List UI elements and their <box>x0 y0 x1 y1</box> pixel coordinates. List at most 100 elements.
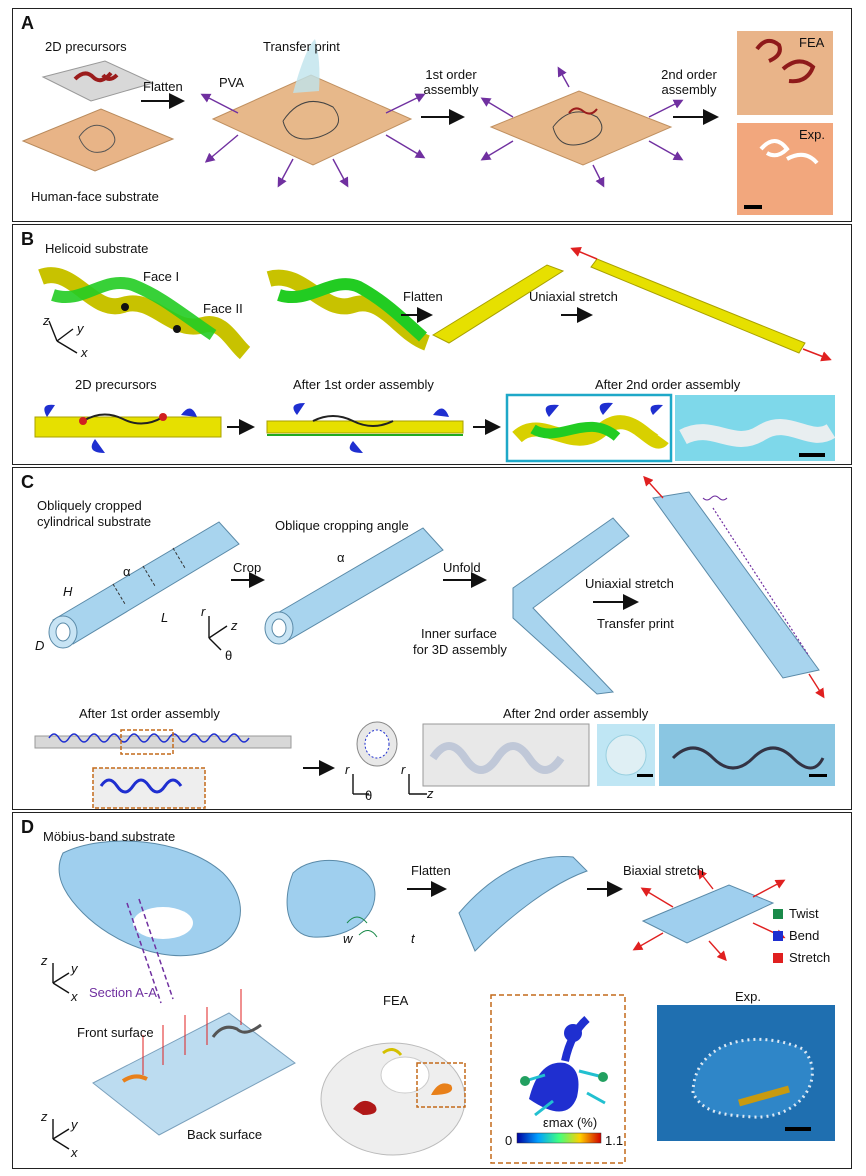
label-w: w <box>343 931 353 946</box>
mobius-band <box>58 840 241 957</box>
axis-r-c: r <box>201 604 206 619</box>
fea-render <box>737 31 833 115</box>
label-1st-order: 1st order assembly <box>423 67 479 97</box>
label-helicoid: Helicoid substrate <box>45 241 149 256</box>
panel-c-graphics <box>34 475 835 809</box>
colorbar <box>516 1132 602 1144</box>
label-flatten-d: Flatten <box>411 863 451 878</box>
twisted-strip <box>458 855 588 952</box>
label-H: H <box>63 584 73 599</box>
label-flatten-b: Flatten <box>403 289 443 304</box>
flat-substrate-2 <box>489 90 673 166</box>
panel-b-graphics <box>34 247 836 463</box>
label-inner-line1: Inner surface <box>421 626 497 641</box>
label-section-aa: Section A-A <box>89 985 157 1000</box>
scale-bar-b <box>799 453 825 457</box>
legend-stretch-label: Stretch <box>789 950 831 965</box>
axis-y-d2: y <box>71 1117 78 1132</box>
axis-r-c2: r <box>345 762 350 777</box>
legend-bend-swatch <box>773 931 783 941</box>
cylinder-2 <box>268 527 444 641</box>
pva-film <box>293 39 320 93</box>
panel-c-letter: C <box>21 472 34 492</box>
flat-bar <box>431 264 565 344</box>
label-oblique-line2: cylindrical substrate <box>37 514 152 529</box>
axis-y-b: y <box>77 321 84 336</box>
label-uniaxial-stretch: Uniaxial stretch <box>529 289 618 304</box>
axes-b <box>48 320 78 354</box>
label-alpha-1: α <box>123 564 131 579</box>
axes-c <box>208 616 228 651</box>
face-substrate <box>21 108 175 172</box>
face-outline <box>78 124 116 153</box>
label-flatten: Flatten <box>143 79 183 94</box>
label-face-2: Face II <box>203 301 243 316</box>
label-transfer-print: Transfer print <box>263 39 340 54</box>
exp-photo <box>737 123 833 215</box>
panel-d-graphics <box>52 840 835 1164</box>
label-front-surface: Front surface <box>77 1025 154 1040</box>
label-biaxial-stretch: Biaxial stretch <box>623 863 704 878</box>
cylinder-1 <box>52 521 240 645</box>
label-crop-angle: Oblique cropping angle <box>275 518 409 533</box>
label-2d-precursors-b: 2D precursors <box>75 377 157 392</box>
scale-bar-a <box>744 205 762 209</box>
label-back-surface: Back surface <box>187 1127 263 1142</box>
label-emax: εmax (%) <box>543 1115 598 1130</box>
label-face-1: Face I <box>143 269 180 284</box>
mobius-small <box>286 859 376 938</box>
label-after-second-c: After 2nd order assembly <box>503 706 649 721</box>
stretched-strip <box>652 491 820 679</box>
panel-b: B <box>12 224 852 465</box>
panel-b-letter: B <box>21 229 34 249</box>
label-exp: Exp. <box>799 127 826 142</box>
legend-twist-swatch <box>773 909 783 919</box>
axis-x-d1: x <box>71 989 78 1004</box>
label-exp-d: Exp. <box>735 989 762 1004</box>
precursor-pattern <box>73 71 119 83</box>
label-mobius: Möbius-band substrate <box>43 829 176 844</box>
panel-a-graphics <box>21 31 833 215</box>
panel-a-letter: A <box>21 13 34 33</box>
helicoid-2 <box>266 269 431 351</box>
label-inner-line2: for 3D assembly <box>413 642 507 657</box>
label-fea-d: FEA <box>383 993 409 1008</box>
label-oblique-line1: Obliquely cropped <box>37 498 142 513</box>
panel-c: C <box>12 467 852 810</box>
tube-photo-2 <box>659 724 835 786</box>
axis-theta-c2: θ <box>365 788 373 803</box>
panel-d: D <box>12 812 852 1169</box>
axis-z-c3: z <box>427 786 434 801</box>
label-D: D <box>35 638 45 653</box>
axis-y-d1: y <box>71 961 78 976</box>
colorbar-min: 0 <box>505 1133 513 1148</box>
precursor-strip <box>34 416 222 438</box>
label-unfold: Unfold <box>443 560 481 575</box>
label-t: t <box>411 931 415 946</box>
label-crop: Crop <box>233 560 262 575</box>
axis-x-b: x <box>81 345 88 360</box>
axis-theta-c: θ <box>225 648 233 663</box>
panel-d-letter: D <box>21 817 34 837</box>
legend-stretch-swatch <box>773 953 783 963</box>
axis-z-c: z <box>231 618 238 633</box>
after-first-strip <box>266 420 464 434</box>
label-fea: FEA <box>799 35 825 50</box>
axis-z-b: z <box>43 313 50 328</box>
tube-side-view <box>422 723 590 787</box>
axis-x-d2: x <box>71 1145 78 1160</box>
axis-r-c3: r <box>401 762 406 777</box>
label-2nd-order: 2nd order assembly <box>661 67 717 97</box>
flat-rectangle <box>641 884 775 944</box>
stretched-bar <box>590 258 806 354</box>
panel-a: A <box>12 8 852 222</box>
zoom-box <box>120 729 174 755</box>
label-pva: PVA <box>219 75 245 90</box>
flat-substrate-1 <box>211 74 413 166</box>
label-after-first-c: After 1st order assembly <box>79 706 220 721</box>
label-L: L <box>161 610 169 625</box>
axis-z-d1: z <box>41 953 48 968</box>
label-human-face-substrate: Human-face substrate <box>31 189 159 204</box>
helicoid-1 <box>38 267 251 360</box>
label-after-second-b: After 2nd order assembly <box>595 377 741 392</box>
